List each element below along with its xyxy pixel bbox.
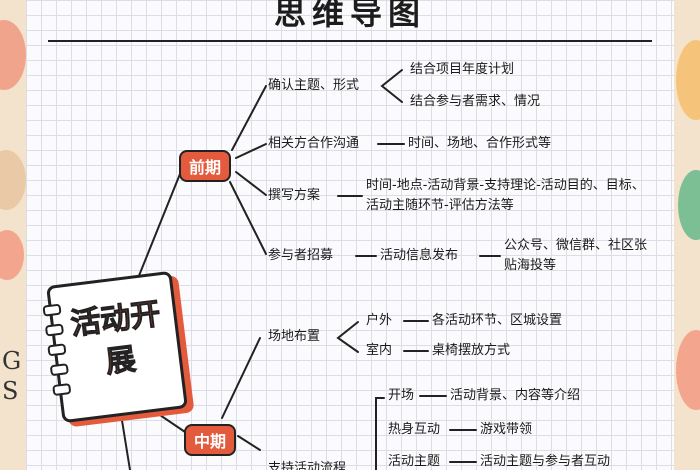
- line-early-plan: [235, 171, 267, 196]
- leaf-outdoor-detail: 各活动环节、区城设置: [432, 313, 563, 328]
- node-write-plan: 撰写方案: [268, 188, 321, 203]
- node-outdoor: 户外: [366, 313, 393, 328]
- decor-blob-right-low: [676, 330, 700, 410]
- leaf-recruit-channels: 公众号、微信群、社区张贴海投等: [504, 238, 648, 273]
- page-title: 思维导图: [273, 0, 426, 32]
- decor-blob-left-low: [0, 230, 24, 280]
- grid-paper: 思维导图 前期 确认主题、形式 结合项目年度计划 结合参与者需求、情况: [26, 0, 674, 470]
- center-notebook: 活动开展: [42, 270, 188, 424]
- phase-early-badge: 前期: [179, 150, 232, 182]
- phase-mid-badge: 中期: [184, 424, 237, 456]
- leaf-indoor-detail: 桌椅摆放方式: [432, 343, 511, 358]
- leaf-theme-1: 结合项目年度计划: [410, 62, 515, 77]
- node-info-release: 活动信息发布: [380, 248, 459, 263]
- bracket-flow: [375, 397, 385, 470]
- line-early-comm: [235, 143, 267, 159]
- node-support-flow: 支持活动流程: [268, 461, 347, 470]
- notebook-ring: [52, 382, 72, 397]
- decor-blob-left-top: [0, 20, 26, 90]
- side-letter-g: G: [2, 347, 22, 375]
- notebook-ring: [42, 303, 62, 317]
- node-venue-setup: 场地布置: [268, 329, 321, 344]
- bracket-theme: [380, 69, 403, 103]
- node-confirm-theme: 确认主题、形式: [268, 78, 360, 93]
- decor-blob-right-top: [676, 40, 700, 120]
- line-early-recruit: [229, 181, 267, 255]
- leaf-plan-detail: 时间-地点-活动背景-支持理论-活动目的、目标、活动主随环节-评估方法等: [366, 178, 645, 213]
- bracket-venue: [336, 321, 359, 353]
- notebook-ring: [44, 323, 65, 337]
- leaf-main-detail: 活动主题与参与者互动: [480, 454, 611, 469]
- node-warmup: 热身互动: [388, 422, 441, 437]
- leaf-theme-2: 结合参与者需求、情况: [410, 94, 541, 109]
- line-mid-venue: [221, 337, 261, 419]
- side-letters: G S: [2, 346, 21, 406]
- leaf-opening-detail: 活动背景、内容等介绍: [450, 388, 581, 403]
- node-main-theme: 活动主题: [388, 454, 441, 469]
- line-mid-flow: [237, 435, 261, 451]
- decor-blob-left-mid: [0, 150, 26, 210]
- line-early-theme: [231, 85, 267, 151]
- center-topic: 活动开展: [68, 296, 163, 381]
- node-partner-comm: 相关方合作沟通: [268, 136, 360, 151]
- side-letter-s: S: [2, 377, 19, 405]
- node-indoor: 室内: [366, 343, 393, 358]
- notebook-ring: [49, 363, 69, 377]
- node-opening: 开场: [388, 388, 415, 403]
- line-center-down: [119, 407, 131, 470]
- notebook-ring: [47, 343, 67, 357]
- title-divider: [48, 40, 652, 42]
- decor-blob-right-mid: [678, 170, 700, 240]
- leaf-comm-detail: 时间、场地、合作形式等: [408, 136, 552, 151]
- node-recruit: 参与者招募: [268, 248, 334, 263]
- leaf-warmup-detail: 游戏带领: [480, 422, 533, 437]
